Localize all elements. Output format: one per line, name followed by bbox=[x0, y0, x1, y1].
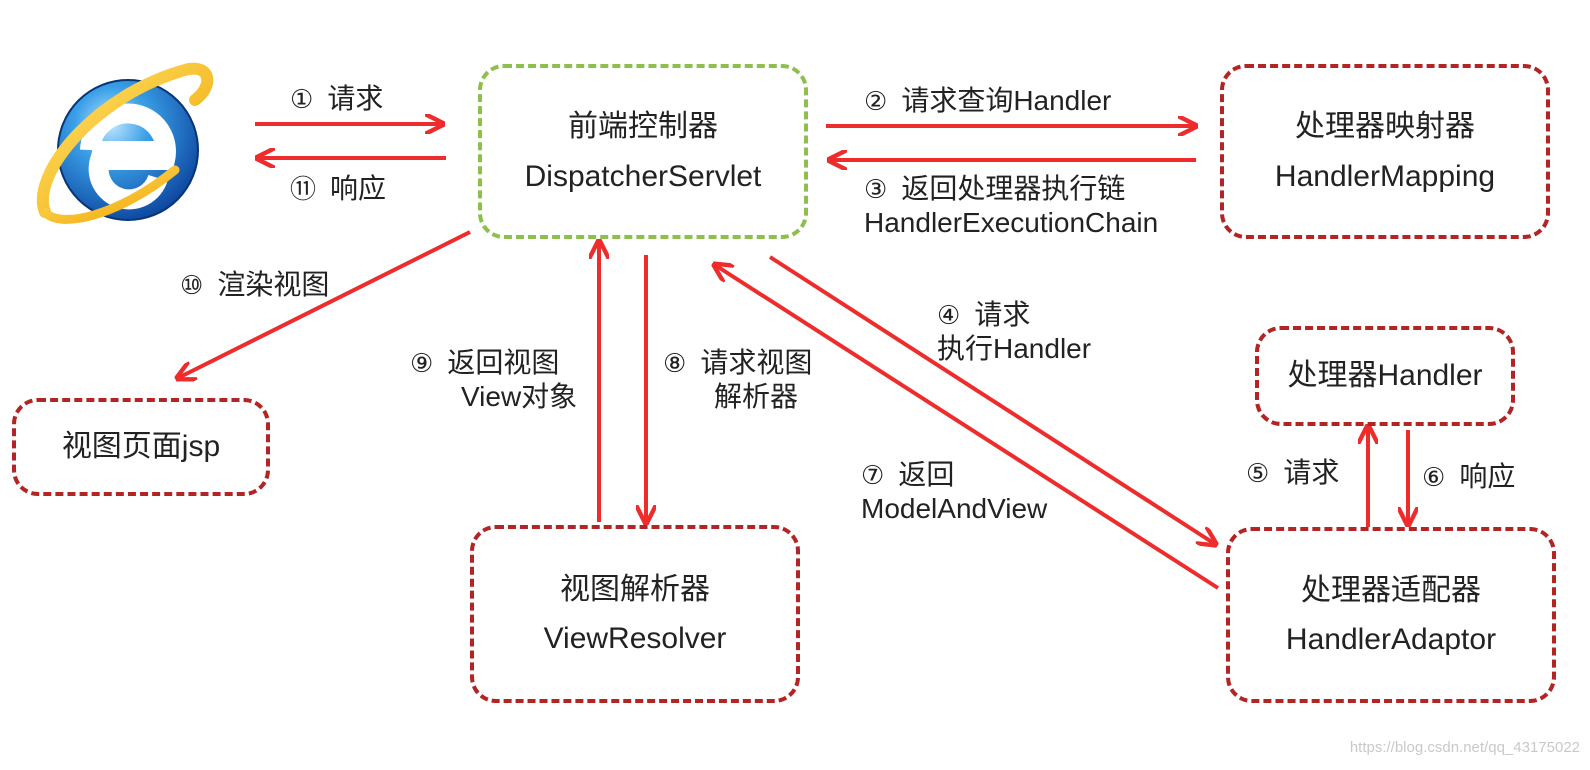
edge-6-text: 响应 bbox=[1459, 461, 1516, 492]
handler-mapping-cn: 处理器映射器 bbox=[1295, 110, 1475, 143]
edge-8-text2: 解析器 bbox=[714, 381, 799, 413]
handler-adaptor-cn: 处理器适配器 bbox=[1301, 573, 1481, 607]
edge-2-number: ② bbox=[864, 86, 888, 116]
edge-3-text2: HandlerExecutionChain bbox=[864, 207, 1159, 239]
handler-mapping-en: HandlerMapping bbox=[1274, 159, 1496, 193]
view-page-cn: 视图页面jsp bbox=[61, 430, 221, 464]
edge-6-label: ⑥ 响应 bbox=[1422, 460, 1515, 494]
arrow-10-render-view bbox=[178, 230, 471, 378]
edge-3-number: ③ bbox=[864, 174, 888, 204]
arrow-4-execute-handler bbox=[768, 255, 1215, 544]
edge-3-label: ③ 返回处理器执行链 HandlerExecutionChain bbox=[864, 172, 1158, 240]
edge-11-label: ⑪ 响应 bbox=[290, 172, 386, 206]
edge-1-number: ① bbox=[290, 84, 314, 114]
edge-5-number: ⑤ bbox=[1246, 458, 1270, 488]
edge-8-text: 请求视图 bbox=[700, 347, 813, 378]
edge-11-text: 响应 bbox=[330, 173, 387, 204]
edge-9-text: 返回视图 bbox=[447, 347, 560, 378]
edge-5-text: 请求 bbox=[1283, 457, 1340, 488]
edge-1-label: ① 请求 bbox=[290, 82, 383, 116]
edge-7-text2: ModelAndView bbox=[861, 493, 1048, 525]
handler-adaptor-en: HandlerAdaptor bbox=[1285, 623, 1497, 656]
edge-10-label: ⑩ 渲染视图 bbox=[180, 268, 329, 302]
edge-7-label: ⑦ 返回 ModelAndView bbox=[861, 458, 1047, 526]
edge-10-text: 渲染视图 bbox=[217, 269, 330, 300]
handler-mapping-box: 处理器映射器 HandlerMapping bbox=[1220, 64, 1550, 239]
dispatcher-servlet-cn: 前端控制器 bbox=[568, 110, 718, 143]
edge-4-label: ④ 请求 执行Handler bbox=[937, 298, 1091, 366]
edge-5-label: ⑤ 请求 bbox=[1246, 456, 1339, 490]
edge-10-number: ⑩ bbox=[180, 270, 204, 300]
view-resolver-cn: 视图解析器 bbox=[560, 572, 710, 606]
view-resolver-box: 视图解析器 ViewResolver bbox=[470, 525, 800, 703]
handler-cn: 处理器Handler bbox=[1287, 359, 1483, 393]
edge-7-number: ⑦ bbox=[861, 460, 885, 490]
edge-6-number: ⑥ bbox=[1422, 462, 1446, 492]
dispatcher-servlet-en: DispatcherServlet bbox=[524, 159, 762, 193]
edge-8-number: ⑧ bbox=[663, 348, 687, 378]
handler-adaptor-box: 处理器适配器 HandlerAdaptor bbox=[1226, 527, 1556, 703]
edge-3-text: 返回处理器执行链 bbox=[901, 173, 1126, 204]
view-page-box: 视图页面jsp bbox=[12, 398, 270, 496]
watermark: https://blog.csdn.net/qq_43175022 bbox=[1349, 739, 1580, 756]
arrow-7-return-modelandview bbox=[715, 265, 1220, 590]
edge-2-text: 请求查询Handler bbox=[901, 85, 1112, 116]
edge-9-text2: View对象 bbox=[461, 381, 578, 413]
edge-4-text: 请求 bbox=[974, 299, 1031, 330]
edge-2-label: ② 请求查询Handler bbox=[864, 84, 1111, 118]
edge-4-number: ④ bbox=[937, 300, 961, 330]
edge-11-number: ⑪ bbox=[290, 174, 317, 204]
view-resolver-en: ViewResolver bbox=[543, 622, 727, 655]
edge-9-label: ⑨ 返回视图 View对象 bbox=[410, 346, 577, 414]
edge-9-number: ⑨ bbox=[410, 348, 434, 378]
edge-7-text: 返回 bbox=[898, 459, 955, 490]
edge-4-text2: 执行Handler bbox=[937, 333, 1092, 365]
handler-box: 处理器Handler bbox=[1255, 326, 1515, 426]
edge-8-label: ⑧ 请求视图 解析器 bbox=[663, 346, 812, 414]
dispatcher-servlet-box: 前端控制器 DispatcherServlet bbox=[478, 64, 808, 239]
internet-explorer-icon bbox=[37, 62, 214, 224]
edge-1-text: 请求 bbox=[327, 83, 384, 114]
